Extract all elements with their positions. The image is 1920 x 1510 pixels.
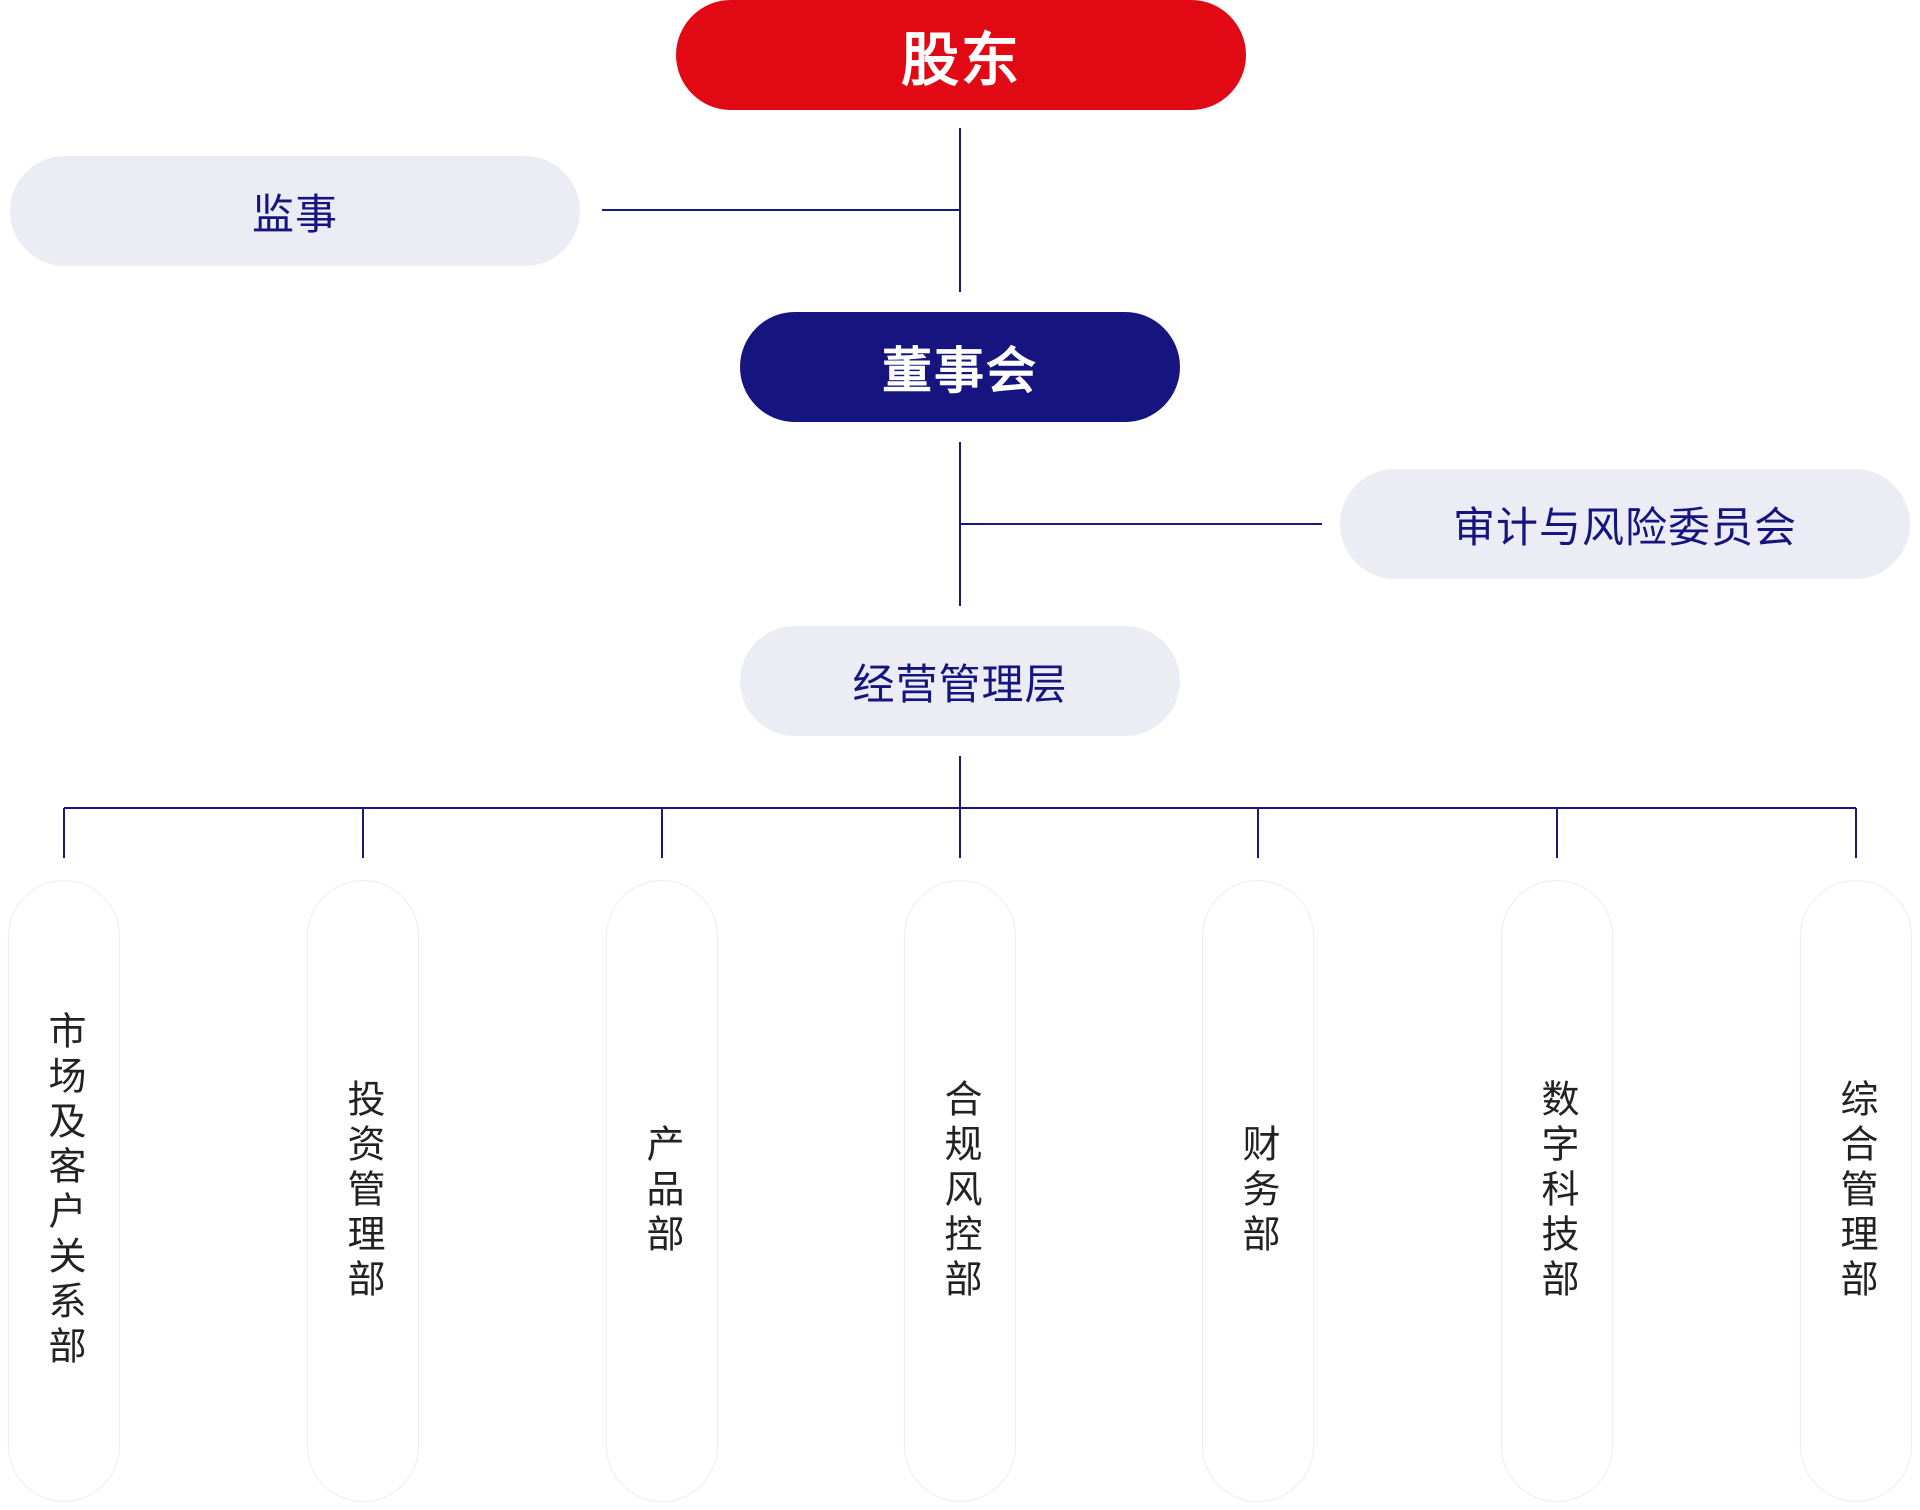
node-audit-committee: 审计与风险委员会: [1340, 469, 1910, 579]
node-supervisor-label: 监事: [251, 189, 338, 239]
node-audit-committee-label: 审计与风险委员会: [1452, 502, 1797, 552]
department-general-admin: 综合管理部: [1800, 880, 1912, 1502]
node-management: 经营管理层: [740, 626, 1180, 736]
department-compliance-risk: 合规风控部: [904, 880, 1016, 1502]
department-label: 综合管理部: [1834, 1078, 1878, 1304]
node-board-label: 董事会: [882, 342, 1038, 400]
department-label: 投资管理部: [341, 1078, 385, 1304]
department-label: 产品部: [640, 1123, 684, 1259]
department-label: 数字科技部: [1535, 1078, 1579, 1304]
department-finance: 财务部: [1202, 880, 1314, 1502]
department-label: 财务部: [1236, 1123, 1280, 1259]
department-label: 合规风控部: [938, 1078, 982, 1304]
department-product: 产品部: [606, 880, 718, 1502]
department-investment: 投资管理部: [307, 880, 419, 1502]
department-label: 市场及客户关系部: [42, 1011, 86, 1371]
node-supervisor: 监事: [10, 156, 580, 266]
node-shareholder-label: 股东: [900, 26, 1021, 94]
node-shareholder: 股东: [676, 0, 1246, 110]
department-market-client: 市场及客户关系部: [8, 880, 120, 1502]
node-board: 董事会: [740, 312, 1180, 422]
node-management-label: 经营管理层: [852, 659, 1068, 709]
department-digital-tech: 数字科技部: [1501, 880, 1613, 1502]
